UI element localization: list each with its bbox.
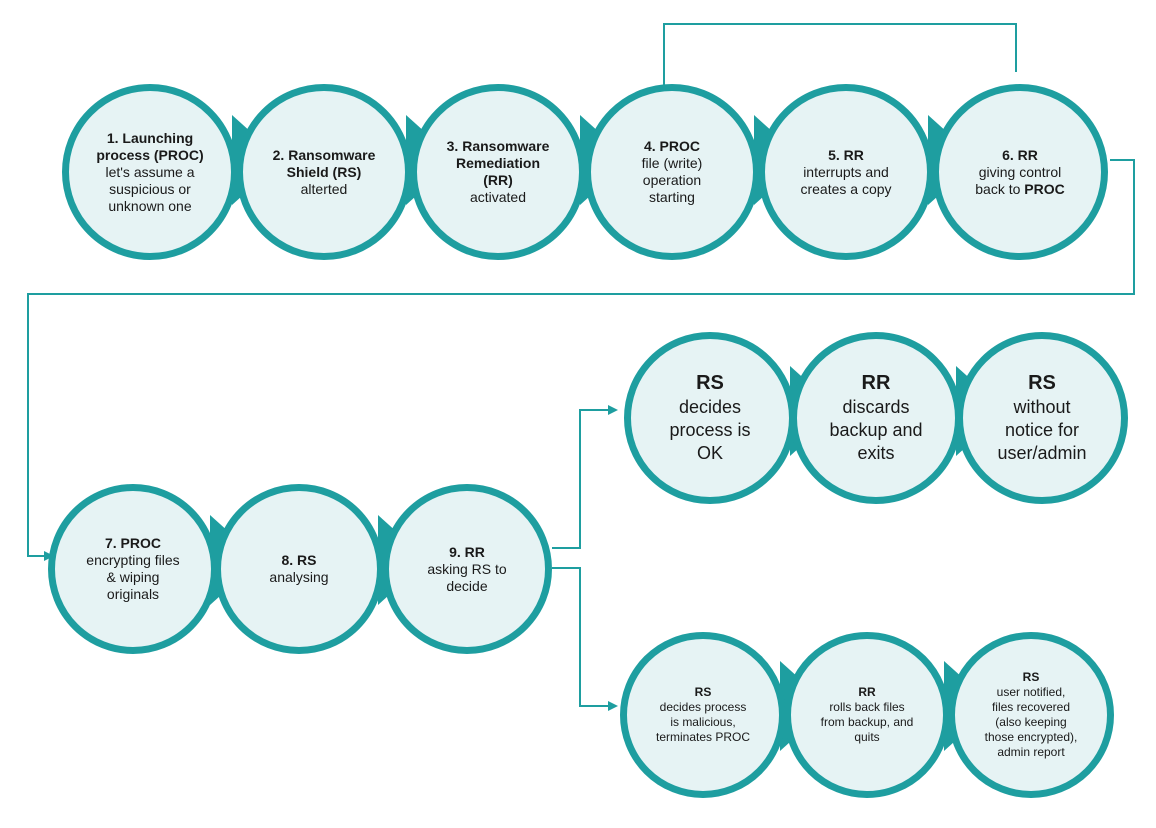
bad-branch-rollback-node: RR rolls back files from backup, and qui…	[784, 632, 950, 798]
ok-branch-decision-node: RS decides process is OK	[624, 332, 796, 504]
step-8-node: 8. RS analysing	[214, 484, 384, 654]
step-text: admin report	[997, 745, 1065, 759]
step-text: user/admin	[997, 443, 1087, 463]
step-text: is malicious,	[670, 715, 736, 729]
step-text: (also keeping	[995, 715, 1067, 729]
step-title: RS	[694, 685, 712, 699]
step-text: suspicious or	[109, 180, 191, 197]
step-5-node: 5. RR interrupts and creates a copy	[758, 84, 934, 260]
step-title: 7. PROC	[104, 535, 161, 551]
step-text-emphasis: PROC	[1024, 180, 1065, 197]
step-7-node: 7. PROC encrypting files & wiping origin…	[48, 484, 218, 654]
row-wrap-connector	[27, 159, 1135, 561]
step-text: originals	[106, 586, 160, 602]
step-text: decide	[446, 577, 488, 594]
step-text: decides process	[659, 700, 747, 714]
step-1-node: 1. Launching process (PROC) let's assume…	[62, 84, 238, 260]
branch-bad-connector	[552, 567, 618, 711]
ok-branch-discard-node: RR discards backup and exits	[790, 332, 962, 504]
step-text: terminates PROC	[655, 730, 751, 744]
step-title: 3. Ransomware Remediation (RR)	[446, 138, 550, 188]
step-text: asking RS to	[427, 560, 507, 577]
loop-connector	[659, 23, 1017, 100]
step-text-part: back to	[975, 180, 1021, 197]
step-title: RR	[861, 372, 891, 394]
step-title: 8. RS	[281, 552, 317, 568]
step-text: quits	[854, 730, 880, 744]
step-text: from backup, and	[820, 715, 914, 729]
step-title: RS	[1022, 670, 1040, 684]
step-text: alterted	[300, 180, 348, 197]
step-text: & wiping	[106, 569, 160, 585]
step-title: 4. PROC	[643, 138, 700, 154]
step-9-node: 9. RR asking RS to decide	[382, 484, 552, 654]
step-text: without	[1013, 397, 1071, 417]
bad-branch-decision-node: RS decides process is malicious, termina…	[620, 632, 786, 798]
step-4-node: 4. PROC file (write) operation starting	[584, 84, 760, 260]
step-text: backup and	[829, 420, 923, 440]
step-2-node: 2. Ransomware Shield (RS) alterted	[236, 84, 412, 260]
step-title: 1. Launching process (PROC)	[96, 129, 204, 163]
step-text: encrypting files	[86, 552, 180, 568]
step-text: notice for	[1004, 420, 1080, 440]
step-text: let's assume a	[105, 163, 195, 180]
step-text: unknown one	[108, 197, 192, 214]
step-6-node: 6. RR giving control back to PROC	[932, 84, 1108, 260]
step-text: OK	[696, 443, 723, 463]
step-title: 9. RR	[449, 543, 485, 560]
step-text: analysing	[269, 569, 329, 585]
step-title: 2. Ransomware Shield (RS)	[272, 146, 376, 180]
step-text: creates a copy	[800, 180, 892, 197]
step-text: starting	[649, 189, 695, 205]
step-title: RS	[1028, 372, 1056, 394]
step-title: 5. RR	[828, 146, 864, 163]
bad-branch-report-node: RS user notified, files recovered (also …	[948, 632, 1114, 798]
step-text: file (write)	[641, 155, 703, 171]
step-text: files recovered	[991, 700, 1071, 714]
step-text: those encrypted),	[984, 730, 1078, 744]
branch-ok-connector	[552, 405, 618, 549]
step-3-node: 3. Ransomware Remediation (RR) activated	[410, 84, 586, 260]
step-text: process is	[669, 420, 751, 440]
step-text: back to PROC	[975, 181, 1064, 198]
step-text: rolls back files	[829, 700, 905, 714]
step-text: decides	[678, 397, 742, 417]
step-text: user notified,	[996, 685, 1066, 699]
step-text: activated	[469, 189, 527, 205]
step-text: interrupts and	[803, 163, 889, 180]
step-text: operation	[642, 172, 702, 188]
step-text: exits	[857, 443, 895, 463]
step-text: discards	[842, 397, 910, 417]
step-title: RS	[696, 372, 724, 394]
step-title: RR	[858, 685, 876, 699]
step-text: giving control	[978, 163, 1062, 180]
ok-branch-silent-node: RS without notice for user/admin	[956, 332, 1128, 504]
step-title: 6. RR	[1002, 146, 1038, 163]
